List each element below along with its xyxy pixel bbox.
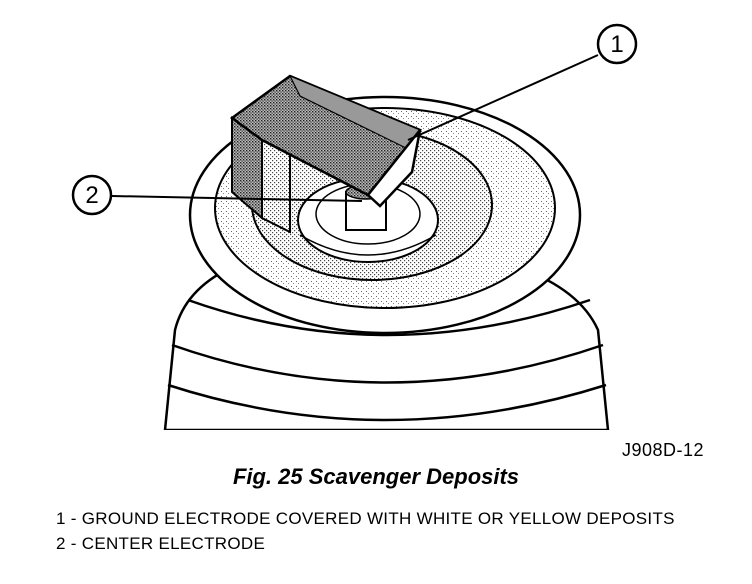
callout-2-number: 2: [85, 182, 98, 209]
callout-2-circle: [71, 174, 113, 216]
spark-plug-illustration: 1 2: [71, 23, 638, 430]
ground-electrode: [229, 74, 423, 234]
callout-1-number: 1: [610, 31, 623, 58]
figure-caption: Fig. 25 Scavenger Deposits: [232, 464, 520, 489]
callout-1: 1: [407, 23, 638, 141]
legend-item-2: 2 - CENTER ELECTRODE: [56, 534, 266, 553]
callout-2: 2: [71, 174, 363, 216]
figure-code: J908D-12: [621, 440, 704, 460]
legend: 1 - GROUND ELECTRODE COVERED WITH WHITE …: [56, 509, 696, 559]
callout-1-circle: [596, 23, 638, 65]
legend-item-1: 1 - GROUND ELECTRODE COVERED WITH WHITE …: [56, 509, 675, 528]
